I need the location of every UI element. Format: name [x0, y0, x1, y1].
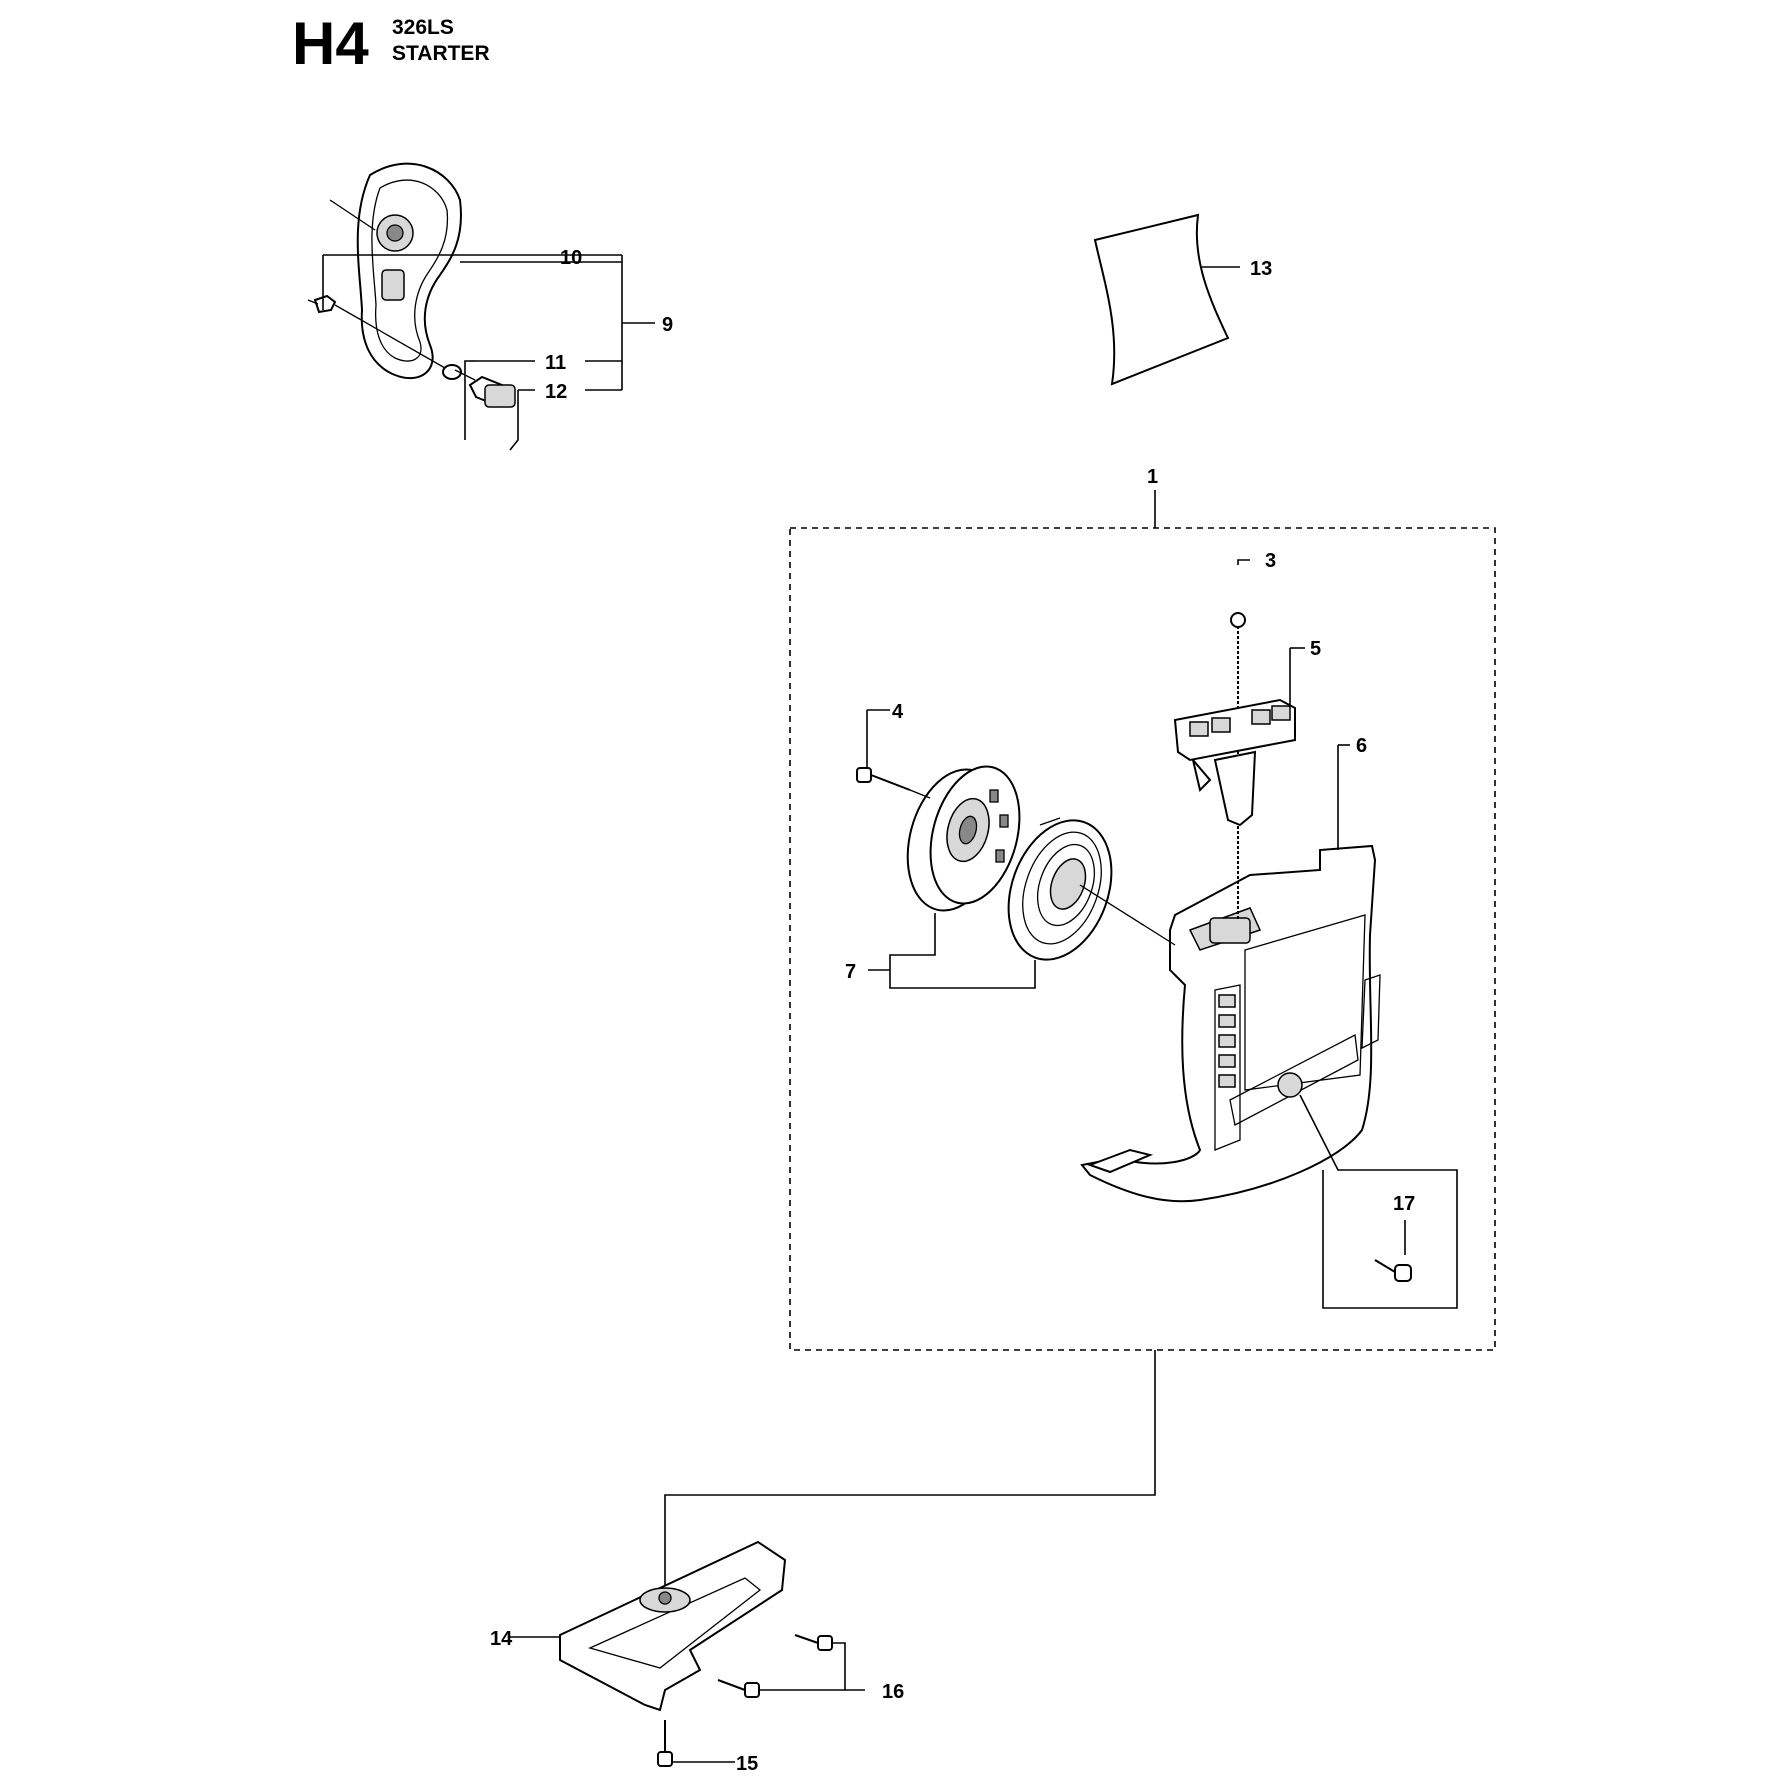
starter-housing-6 — [1080, 744, 1381, 1203]
callout-5: 5 — [1310, 638, 1321, 660]
callout-16: 16 — [882, 1681, 904, 1703]
callout-leaders-7 — [868, 913, 1036, 989]
callout-13: 13 — [1250, 258, 1272, 280]
callout-17: 17 — [1393, 1193, 1415, 1215]
callout-11: 11 — [545, 352, 566, 374]
callout-10: 10 — [560, 247, 582, 269]
kit-1-frame — [789, 527, 1496, 1351]
callout-7: 7 — [845, 961, 856, 983]
callout-3: 3 — [1265, 550, 1276, 572]
decal-13 — [1093, 213, 1240, 386]
starter-pulley — [906, 765, 1021, 912]
callout-12: 12 — [545, 381, 567, 403]
section-code: H4 — [292, 10, 369, 77]
starter-spring — [1007, 817, 1176, 961]
callout-9: 9 — [662, 314, 673, 336]
screw-17 — [1299, 1094, 1458, 1309]
callout-15: 15 — [736, 1753, 758, 1775]
callout-4: 4 — [892, 701, 904, 723]
callout-leaders-cover — [322, 254, 655, 451]
callout-14: 14 — [490, 1628, 513, 1650]
page-title: STARTER — [392, 42, 490, 65]
screw-4 — [856, 709, 931, 799]
starter-rope-handle — [1173, 559, 1305, 920]
callout-6: 6 — [1356, 735, 1367, 757]
model-name: 326LS — [392, 16, 454, 39]
callout-1: 1 — [1147, 466, 1158, 488]
callout-labels: 10 9 11 12 13 1 3 5 4 6 7 17 14 16 15 — [490, 247, 1415, 1775]
screws-15-16 — [657, 1634, 865, 1767]
bottom-plate-14 — [510, 1350, 1156, 1712]
cover-assembly — [307, 162, 516, 408]
